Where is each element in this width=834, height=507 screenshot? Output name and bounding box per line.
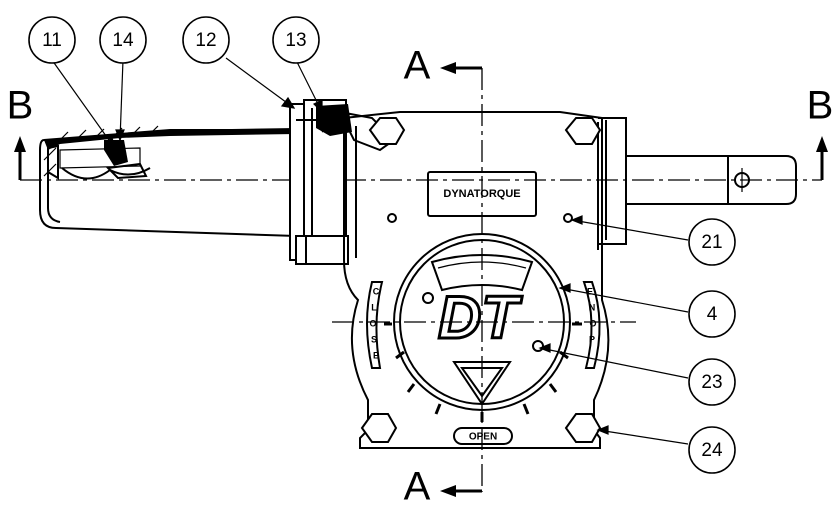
callout-12-text: 12: [195, 30, 216, 51]
open-scale-letter: O: [589, 318, 596, 328]
close-scale-letter: E: [373, 350, 379, 360]
callout-21: 21: [688, 218, 736, 266]
close-scale: C L O S E: [366, 281, 384, 369]
callout-13: 13: [272, 16, 320, 64]
section-line-b: B B: [7, 84, 834, 181]
callout-14-text: 14: [112, 30, 134, 51]
close-scale-letter: O: [369, 318, 376, 328]
callout-4: 4: [688, 290, 736, 338]
gearbox-body: [343, 111, 627, 449]
callout-12: 12: [182, 16, 230, 64]
callout-11-text: 11: [42, 30, 62, 51]
callout-23: 23: [688, 358, 736, 406]
close-scale-letter: S: [371, 334, 377, 344]
nameplate-text: DYNATORQUE: [443, 188, 520, 200]
callout-14: 14: [99, 16, 147, 64]
callout-4-text: 4: [707, 304, 718, 325]
dt-logo: DT: [438, 284, 522, 351]
callout-leaders: [51, 57, 689, 445]
dial-ticks: [384, 322, 582, 422]
section-b-right-label: B: [807, 84, 834, 128]
open-scale-letter: P: [589, 334, 595, 344]
section-a-bottom-label: A: [404, 465, 431, 507]
callout-23-text: 23: [701, 372, 722, 393]
output-shaft: [626, 155, 797, 205]
input-shaft-housing: [39, 125, 297, 238]
callout-24-text: 24: [701, 440, 723, 461]
callout-21-text: 21: [701, 232, 722, 253]
open-scale: E N O P: [582, 281, 601, 369]
open-label: OPEN: [469, 432, 497, 443]
close-scale-letter: L: [371, 302, 377, 312]
section-a-top-label: A: [404, 44, 431, 88]
close-scale-letter: C: [373, 286, 380, 296]
nameplate: DYNATORQUE: [427, 171, 537, 217]
open-scale-letter: E: [587, 286, 593, 296]
callout-13-text: 13: [285, 30, 306, 51]
section-b-left-label: B: [7, 84, 34, 128]
callout-11: 11: [28, 16, 76, 64]
callout-24: 24: [688, 426, 736, 474]
open-scale-letter: N: [589, 302, 596, 312]
adapter-flange: [289, 99, 396, 265]
open-label-plate: OPEN: [453, 427, 513, 445]
